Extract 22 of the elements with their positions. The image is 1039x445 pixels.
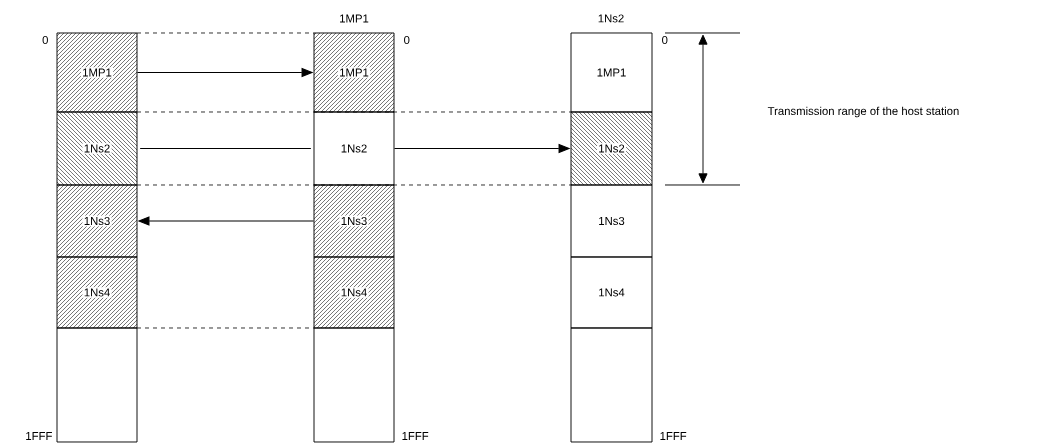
memory-cell: 1Ns2 [82, 143, 112, 154]
memory-cell: 1Ns2 [313, 111, 395, 186]
address-label: 1FFF [26, 432, 52, 440]
memory-cell: 1Ns4 [339, 287, 369, 298]
memory-cell: 1Ns3 [82, 215, 112, 227]
memory-cell: 1MP1 [80, 67, 114, 78]
memory-cell: 1Ns3 [339, 215, 369, 227]
address-label: 0 [42, 36, 48, 44]
address-label: 1FFF [402, 432, 429, 440]
column-heading: 1MP1 [340, 14, 369, 23]
memory-cell: 1MP1 [570, 32, 653, 113]
empty-memory-cell [313, 327, 395, 443]
memory-cell: 1Ns4 [82, 287, 112, 298]
empty-memory-cell [570, 327, 653, 443]
address-label: 0 [404, 36, 410, 44]
memory-cell: 1Ns2 [596, 143, 627, 154]
address-label: 1FFF [660, 432, 687, 440]
dimension-text: Transmission range of the host station [767, 106, 959, 118]
memory-cell: 1MP1 [337, 67, 371, 78]
memory-cell: 1Ns4 [570, 256, 653, 329]
memory-cell: 1Ns3 [570, 184, 653, 258]
empty-memory-cell [56, 327, 138, 443]
